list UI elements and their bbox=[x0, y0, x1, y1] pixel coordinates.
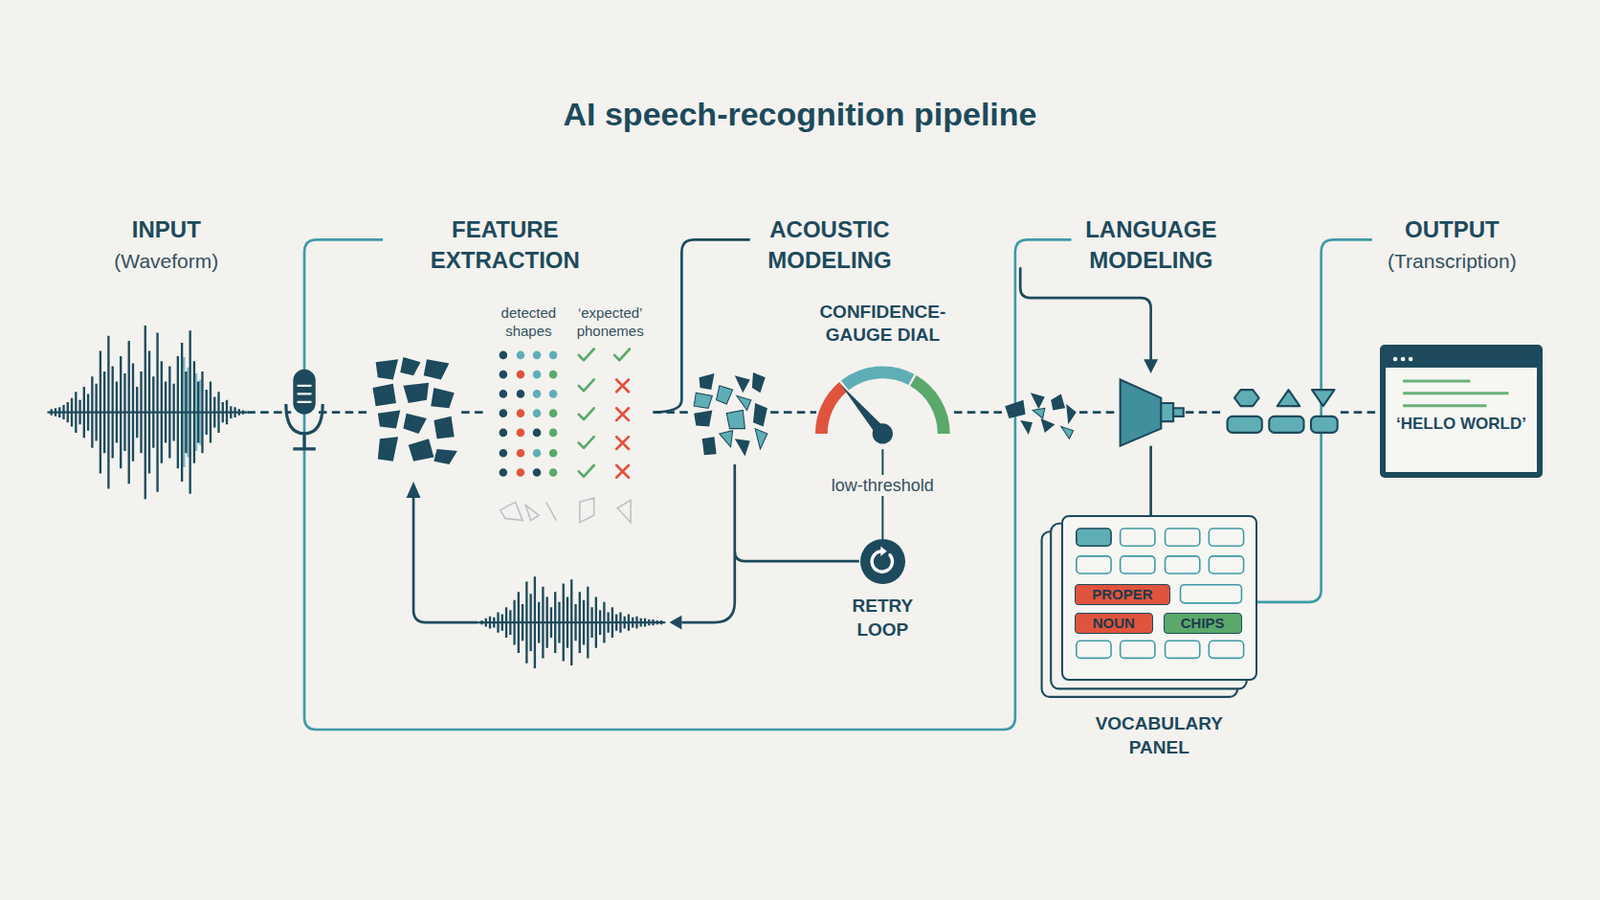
window-dot bbox=[1392, 356, 1398, 362]
transcription-window: ‘HELLO WORLD’ bbox=[1379, 344, 1544, 478]
output-token bbox=[1268, 416, 1304, 433]
acoustic-fragments-navy bbox=[693, 372, 768, 456]
input-waveform bbox=[46, 325, 247, 499]
gauge-arc-red bbox=[821, 386, 844, 434]
column-label: ‘expected’ phonemes bbox=[571, 303, 650, 340]
microphone-stand bbox=[286, 403, 323, 449]
retry-arrow-head bbox=[880, 545, 887, 556]
stage-subtitle: (Transcription) bbox=[1355, 248, 1548, 274]
output-token bbox=[1311, 416, 1338, 433]
chip-text: PROPER bbox=[1075, 584, 1170, 604]
output-token bbox=[1227, 416, 1263, 433]
language-arrowhead bbox=[1143, 358, 1158, 374]
acoustic-fragments-teal bbox=[693, 385, 768, 449]
vocabulary-chip bbox=[1076, 528, 1112, 546]
window-dot bbox=[1400, 356, 1405, 362]
vocabulary-front-card bbox=[1061, 514, 1258, 681]
faint-shape-outlines bbox=[500, 497, 631, 523]
output-bracket bbox=[1256, 239, 1372, 601]
text-lines bbox=[1402, 380, 1509, 406]
feedback-arrowhead bbox=[406, 481, 422, 498]
vocabulary-chip bbox=[1208, 555, 1244, 574]
gauge-arc-green bbox=[912, 380, 944, 434]
microphone-grille bbox=[297, 385, 312, 402]
shape-dots-red bbox=[516, 370, 526, 477]
vocabulary-wire bbox=[1149, 445, 1153, 515]
vocabulary-chip bbox=[1120, 640, 1156, 658]
stage-heading: INPUT bbox=[70, 215, 263, 245]
retry-icon bbox=[860, 538, 906, 584]
vocabulary-chip bbox=[1208, 528, 1244, 546]
feature-fragments bbox=[372, 356, 457, 465]
retry-waveform bbox=[477, 576, 666, 668]
stage-heading: OUTPUT bbox=[1355, 215, 1548, 245]
funnel-nozzle bbox=[1160, 402, 1183, 422]
vocabulary-chip bbox=[1165, 528, 1200, 546]
vocabulary-chip bbox=[1208, 640, 1244, 658]
stage-heading: FEATURE EXTRACTION bbox=[409, 214, 601, 276]
microphone-capsule bbox=[292, 369, 315, 415]
funnel bbox=[1120, 378, 1162, 445]
vocabulary-chip bbox=[1076, 555, 1112, 574]
language-arrow bbox=[1020, 266, 1151, 363]
window-dot bbox=[1407, 356, 1413, 362]
vocabulary-chip bbox=[1120, 555, 1156, 574]
vocabulary-chip bbox=[1120, 528, 1156, 546]
chip-text: CHIPS bbox=[1164, 613, 1242, 633]
language-fragments-teal bbox=[1032, 407, 1074, 439]
shape-dots-teal bbox=[516, 351, 558, 458]
edge-label: low-threshold bbox=[827, 474, 938, 496]
feature-language-bracket bbox=[304, 239, 1071, 730]
vocabulary-panel: VOCABULARY PANELPROPERNOUNCHIPS bbox=[1061, 514, 1258, 681]
retry-loop-button: RETRY LOOP bbox=[860, 538, 906, 584]
vocabulary-chip bbox=[1076, 640, 1112, 658]
panel-title: VOCABULARY PANEL bbox=[1072, 711, 1245, 759]
retry-label: RETRY LOOP bbox=[839, 593, 926, 642]
cross-marks bbox=[616, 378, 629, 477]
gauge-arc-teal bbox=[844, 372, 912, 386]
gauge-title: CONFIDENCE-GAUGE DIAL bbox=[796, 300, 970, 347]
vocabulary-chip: CHIPS bbox=[1163, 612, 1243, 634]
gauge-pivot bbox=[872, 422, 893, 444]
gauge-dial: CONFIDENCE-GAUGE DIAL bbox=[796, 295, 970, 449]
vocabulary-chip bbox=[1165, 555, 1200, 574]
pipeline-line bbox=[246, 410, 1379, 414]
stage-heading: ACOUSTIC MODELING bbox=[733, 214, 926, 276]
transcription-text: ‘HELLO WORLD’ bbox=[1385, 413, 1538, 435]
chip-text: NOUN bbox=[1075, 613, 1153, 633]
column-label: detected shapes bbox=[493, 303, 563, 340]
stage-subtitle: (Waveform) bbox=[70, 248, 263, 274]
feedback-wire bbox=[413, 495, 478, 623]
vocabulary-chip: PROPER bbox=[1074, 583, 1171, 605]
window-title-bar bbox=[1385, 350, 1538, 368]
stage-heading: LANGUAGE MODELING bbox=[1055, 214, 1247, 276]
vocabulary-chip bbox=[1180, 584, 1243, 603]
window-chrome bbox=[1385, 350, 1538, 472]
output-tokens bbox=[1234, 389, 1334, 406]
shape-dots-green bbox=[549, 370, 558, 477]
retry-arrowhead bbox=[669, 615, 683, 630]
vocabulary-chip: NOUN bbox=[1074, 612, 1154, 634]
diagram-title: AI speech-recognition pipeline bbox=[0, 94, 1600, 134]
vocabulary-chip bbox=[1165, 640, 1200, 658]
